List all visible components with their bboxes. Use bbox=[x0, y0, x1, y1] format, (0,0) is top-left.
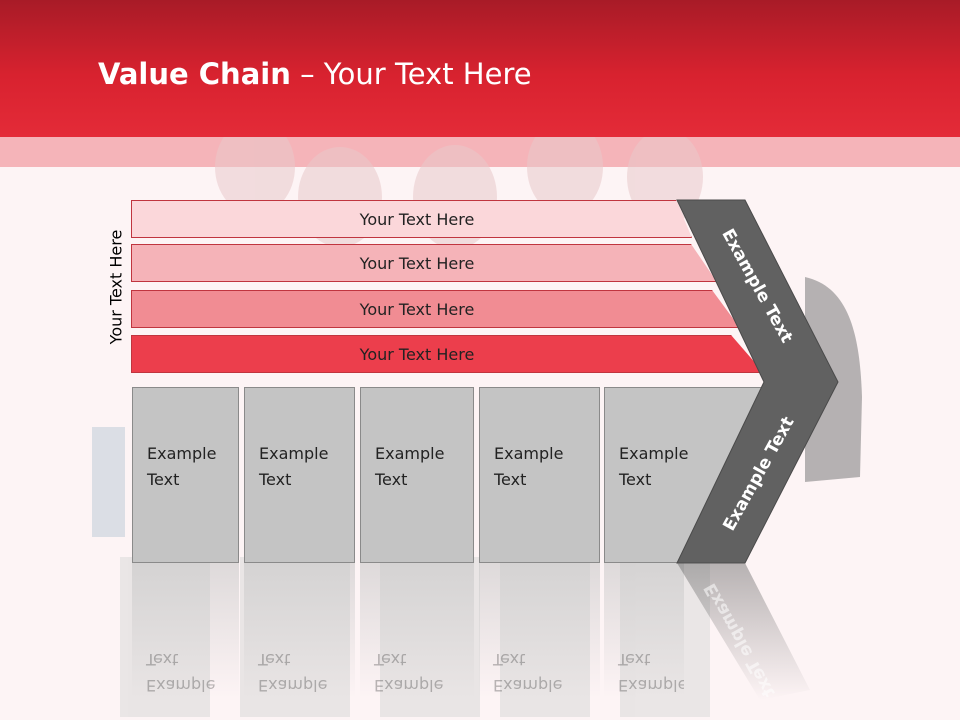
value-bar-4-label: Your Text Here bbox=[359, 344, 475, 364]
value-bar-2[interactable]: Your Text Here bbox=[131, 244, 717, 282]
activity-box-5-line2: Text bbox=[619, 470, 652, 489]
activity-box-3-reflection: Example Text bbox=[360, 563, 474, 698]
slide-title[interactable]: Value Chain – Your Text Here bbox=[98, 54, 532, 94]
reflection-3-line2: Text bbox=[374, 650, 407, 669]
reflection-3-line1: Example bbox=[374, 676, 444, 695]
activity-box-5-reflection: Example Text bbox=[604, 563, 684, 698]
reflection-4-line2: Text bbox=[493, 650, 526, 669]
activity-box-1-line2: Text bbox=[147, 470, 180, 489]
activity-box-1-line1: Example bbox=[147, 444, 217, 463]
reflection-5-line2: Text bbox=[618, 650, 651, 669]
activity-box-4[interactable]: Example Text bbox=[479, 387, 600, 563]
value-bar-1[interactable]: Your Text Here bbox=[131, 200, 692, 238]
reflection-1-line2: Text bbox=[146, 650, 179, 669]
activity-box-3-line2: Text bbox=[375, 470, 408, 489]
title-bold-part: Value Chain bbox=[98, 57, 291, 91]
value-bar-1-label: Your Text Here bbox=[359, 209, 475, 229]
activity-box-2-line1: Example bbox=[259, 444, 329, 463]
chevron-reflection-text: Example Text bbox=[700, 580, 779, 701]
title-banner bbox=[0, 0, 960, 137]
activity-box-2-line2: Text bbox=[259, 470, 292, 489]
activity-box-1[interactable]: Example Text bbox=[132, 387, 239, 563]
chevron-upper-text: Example Text bbox=[717, 226, 796, 347]
activity-box-2[interactable]: Example Text bbox=[244, 387, 355, 563]
reflection-1-line1: Example bbox=[146, 676, 216, 695]
activity-box-5-line1: Example bbox=[619, 444, 689, 463]
chevron-reflection bbox=[677, 563, 810, 700]
reflection-2-line1: Example bbox=[258, 676, 328, 695]
activity-box-3[interactable]: Example Text bbox=[360, 387, 474, 563]
title-rest-part: – Your Text Here bbox=[290, 57, 532, 91]
activity-box-2-reflection: Example Text bbox=[244, 563, 355, 698]
activity-box-4-line2: Text bbox=[494, 470, 527, 489]
value-bar-4[interactable]: Your Text Here bbox=[131, 335, 764, 373]
activity-box-4-reflection: Example Text bbox=[479, 563, 600, 698]
activity-box-5[interactable]: Example Text bbox=[604, 387, 762, 563]
activity-box-1-reflection: Example Text bbox=[132, 563, 239, 698]
value-bar-2-label: Your Text Here bbox=[359, 253, 475, 273]
reflection-2-line2: Text bbox=[258, 650, 291, 669]
value-bar-3[interactable]: Your Text Here bbox=[131, 290, 740, 328]
value-bar-3-label: Your Text Here bbox=[359, 299, 475, 319]
activity-box-3-line1: Example bbox=[375, 444, 445, 463]
reflection-5-line1: Example bbox=[618, 676, 684, 695]
activity-box-4-line1: Example bbox=[494, 444, 564, 463]
reflection-4-line1: Example bbox=[493, 676, 563, 695]
title-banner-stripe bbox=[0, 137, 960, 167]
side-label-text: Your Text Here bbox=[106, 229, 126, 345]
